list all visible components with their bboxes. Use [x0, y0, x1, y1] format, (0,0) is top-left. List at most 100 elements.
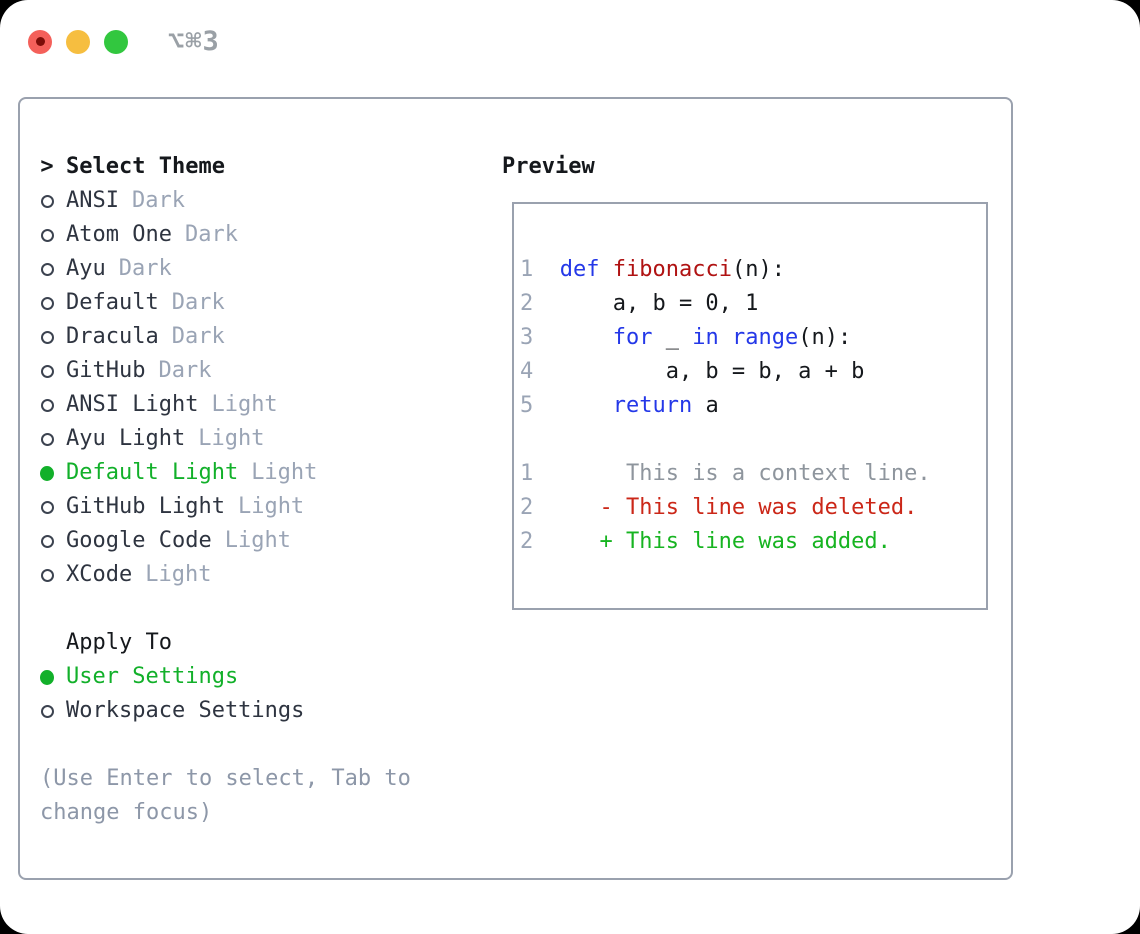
theme-variant-tag: Light: [237, 494, 305, 519]
apply-to-title: Apply To: [66, 630, 172, 655]
theme-variant-tag: Dark: [171, 324, 225, 349]
line-number: 3: [520, 325, 534, 350]
theme-option-github-light[interactable]: GitHub Light Light: [40, 490, 444, 524]
theme-option-label: GitHub Light: [66, 494, 225, 519]
code-token: [719, 325, 732, 350]
code-line: 1 This is a context line.: [520, 457, 980, 491]
radio-unselected-icon: [40, 432, 54, 446]
radio-selected-icon: [40, 465, 54, 481]
apply-option-user-settings[interactable]: User Settings: [40, 660, 444, 694]
theme-variant-tag: Dark: [131, 188, 185, 213]
radio-unselected-icon: [40, 568, 54, 582]
code-token: for: [612, 325, 653, 350]
theme-option-label: Default: [66, 290, 159, 315]
theme-variant-tag: Light: [224, 528, 291, 553]
apply-option-label: User Settings: [66, 664, 239, 689]
radio-unselected-icon: [40, 296, 54, 310]
code-token: return: [612, 393, 693, 418]
theme-option-label: ANSI: [66, 188, 119, 213]
close-button[interactable]: [28, 29, 52, 54]
radio-unselected-icon: [40, 330, 54, 344]
theme-option-label: Google Code: [66, 528, 212, 553]
theme-option-label: Default Light: [66, 460, 239, 485]
theme-option-default-light[interactable]: Default Light Light: [40, 456, 444, 490]
keyboard-shortcut-label: ⌥⌘3: [168, 26, 220, 57]
line-number: 2: [520, 495, 534, 520]
line-number: 5: [520, 393, 534, 418]
code-line: [520, 423, 980, 457]
radio-unselected-icon: [40, 228, 54, 242]
code-line: 5 return a: [520, 389, 980, 423]
theme-option-ansi-light[interactable]: ANSI Light Light: [40, 388, 444, 422]
code-token: + This line was added.: [533, 529, 891, 554]
line-number: 2: [520, 529, 534, 554]
theme-option-label: Dracula: [66, 324, 159, 349]
theme-option-label: Ayu: [66, 256, 106, 281]
theme-variant-tag: Light: [211, 392, 278, 417]
theme-variant-tag: Dark: [171, 290, 225, 315]
code-token: a, b = 0, 1: [533, 291, 759, 316]
theme-option-dracula[interactable]: Dracula Dark: [40, 320, 444, 354]
code-token: This is a context line.: [533, 461, 931, 486]
theme-option-atom-one[interactable]: Atom One Dark: [40, 218, 444, 252]
minimize-button[interactable]: [66, 29, 90, 54]
code-token: a: [692, 393, 719, 418]
code-token: fibonacci: [612, 257, 732, 282]
radio-selected-icon: [40, 669, 54, 685]
radio-unselected-icon: [40, 194, 54, 208]
code-token: in: [692, 325, 719, 350]
record-dot-icon: [35, 37, 45, 46]
line-number: 1: [520, 461, 534, 486]
line-number: 4: [520, 359, 534, 384]
prompt-caret-icon: >: [40, 154, 54, 179]
code-line: 2 - This line was deleted.: [520, 491, 980, 525]
code-token: _: [652, 325, 693, 350]
radio-unselected-icon: [40, 500, 54, 514]
apply-option-label: Workspace Settings: [66, 698, 305, 723]
radio-unselected-icon: [40, 398, 54, 412]
code-token: [600, 257, 613, 282]
radio-unselected-icon: [40, 364, 54, 378]
theme-option-default[interactable]: Default Dark: [40, 286, 444, 320]
theme-option-label: GitHub: [66, 358, 146, 383]
help-text: (Use Enter to select, Tab to change focu…: [40, 766, 411, 825]
preview-title: Preview: [502, 154, 595, 179]
code-token: [533, 393, 612, 418]
titlebar: ⌥⌘3: [28, 26, 220, 57]
theme-variant-tag: Light: [145, 562, 212, 587]
theme-option-ayu-light[interactable]: Ayu Light Light: [40, 422, 444, 456]
theme-variant-tag: Dark: [158, 358, 212, 383]
theme-option-label: Ayu Light: [66, 426, 186, 451]
code-line: 1 def fibonacci(n):: [520, 253, 980, 287]
theme-option-ansi[interactable]: ANSI Dark: [40, 184, 444, 218]
code-token: (n):: [731, 257, 785, 282]
theme-option-xcode[interactable]: XCode Light: [40, 558, 444, 592]
radio-unselected-icon: [40, 534, 54, 548]
theme-option-label: Atom One: [66, 222, 172, 247]
code-line: 2 a, b = 0, 1: [520, 287, 980, 321]
section-title: Select Theme: [66, 154, 225, 179]
theme-option-github[interactable]: GitHub Dark: [40, 354, 444, 388]
code-line: 4 a, b = b, a + b: [520, 355, 980, 389]
code-token: (n):: [798, 325, 852, 350]
theme-option-google-code[interactable]: Google Code Light: [40, 524, 444, 558]
apply-option-workspace-settings[interactable]: Workspace Settings: [40, 694, 444, 728]
code-line: 3 for _ in range(n):: [520, 321, 980, 355]
theme-option-label: XCode: [66, 562, 133, 587]
theme-variant-tag: Light: [251, 460, 318, 485]
code-token: range: [731, 325, 799, 350]
radio-unselected-icon: [40, 704, 54, 718]
line-number: 1: [520, 257, 534, 282]
code-token: [533, 325, 612, 350]
theme-option-label: ANSI Light: [66, 392, 199, 417]
theme-variant-tag: Light: [198, 426, 265, 451]
maximize-button[interactable]: [104, 29, 128, 54]
theme-variant-tag: Dark: [184, 222, 238, 247]
